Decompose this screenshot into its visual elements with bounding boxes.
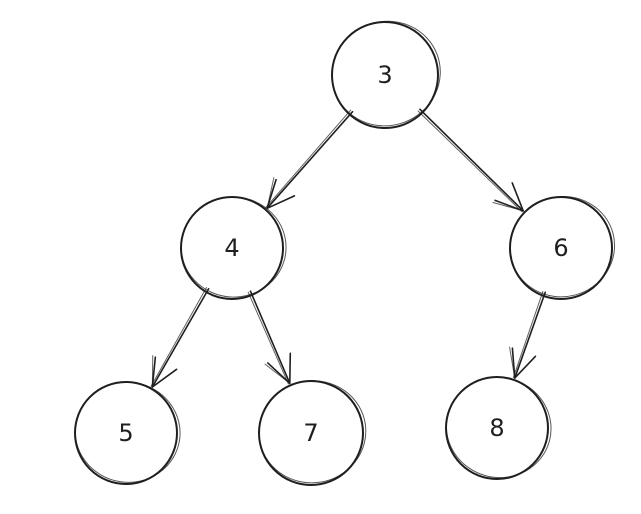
arrowhead-sketch: [264, 363, 291, 384]
node-label: 4: [224, 234, 239, 262]
node-circle-sketch: [331, 20, 441, 127]
edge-n3-n4: [265, 109, 354, 210]
arrowhead-sketch: [492, 202, 524, 212]
tree-node-4: 4: [180, 196, 287, 300]
tree-node-5: 5: [74, 381, 181, 485]
node-circle-sketch: [509, 196, 616, 298]
node-label: 6: [553, 234, 568, 262]
node-circle-sketch: [445, 376, 552, 479]
edge-sketch-line: [417, 110, 523, 213]
edge-line: [151, 287, 210, 388]
edge-n4-n7: [247, 290, 292, 385]
edge-sketch-line: [512, 290, 544, 379]
node-circle-sketch: [258, 380, 367, 484]
tree-node-7: 7: [258, 380, 367, 486]
edge-line: [419, 108, 525, 212]
edge-n3-n6: [417, 108, 525, 213]
node-label: 8: [489, 414, 504, 442]
arrowhead-sketch: [509, 346, 516, 379]
node-circle-sketch: [180, 196, 287, 298]
edge-line: [249, 290, 291, 385]
edge-line: [513, 291, 547, 379]
edge-n4-n5: [150, 287, 210, 388]
node-circle-sketch: [74, 381, 181, 483]
node-label: 5: [118, 419, 133, 447]
edge-sketch-line: [150, 287, 207, 387]
node-label: 7: [303, 419, 318, 447]
tree-node-6: 6: [509, 196, 616, 300]
edges-layer: [150, 108, 547, 388]
tree-node-3: 3: [331, 20, 441, 129]
nodes-layer: 3 4 6 5 7 8: [74, 20, 616, 486]
tree-node-8: 8: [445, 376, 552, 480]
edge-sketch-line: [247, 291, 289, 385]
arrowhead-sketch: [266, 177, 275, 209]
edge-n6-n8: [509, 290, 547, 379]
node-label: 3: [377, 61, 392, 89]
edge-line: [266, 110, 354, 210]
edge-sketch-line: [265, 109, 352, 208]
